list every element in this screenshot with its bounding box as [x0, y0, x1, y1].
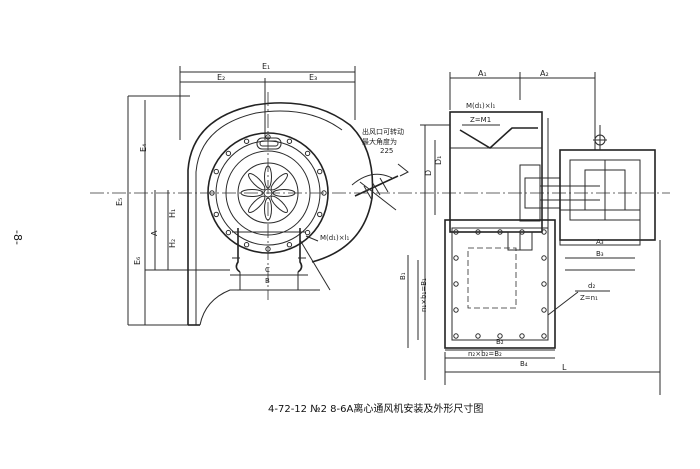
bolt-callout-side: M(d₁)×l₁ — [466, 102, 496, 110]
side-count: n₁×b₁=B₁ — [420, 278, 428, 312]
dim-E6: E₆ — [133, 257, 142, 265]
plate-hole — [475, 229, 481, 235]
impeller-blade — [270, 195, 288, 213]
bolt-hole — [243, 242, 250, 248]
front-view: E₁ E₂ E₃ E₄ E₅ E₆ H₁ A H₂ — [115, 62, 409, 326]
dim-B1: B₁ — [399, 272, 407, 280]
plate-hole — [497, 229, 503, 235]
impeller-blade — [270, 173, 288, 191]
z-m1-label: Z=M1 — [470, 116, 491, 124]
bolt-hole — [304, 229, 311, 236]
dim-B: B — [265, 277, 270, 285]
dim-B2: B₂ — [496, 338, 504, 346]
dim-H2: H₂ — [168, 239, 177, 248]
dim-H1: H₁ — [168, 209, 177, 218]
page-marker: -8- — [11, 230, 24, 245]
dim-E4: E₄ — [139, 144, 148, 152]
bolt-hole — [286, 138, 293, 144]
bolt-hole — [225, 150, 232, 157]
dim-C: C — [265, 266, 270, 274]
dim-D1: D₁ — [434, 156, 443, 165]
bottom-count: n₂×b₂=B₂ — [468, 350, 502, 358]
plate-hole — [453, 307, 459, 313]
bolt-hole — [317, 168, 323, 175]
outlet-note-2: 最大角度为 — [362, 137, 397, 146]
bolt-hole — [213, 168, 219, 175]
plate-hole — [453, 255, 459, 261]
bolt-callout-front: M(d₁)×l₁ — [320, 234, 350, 242]
outlet-note-1: 出风口可转动 — [362, 127, 404, 136]
bolt-hole — [286, 242, 293, 248]
impeller-blade — [248, 173, 266, 191]
dim-E5: E₅ — [115, 198, 124, 206]
plate-hole — [541, 281, 547, 287]
plate-hole — [541, 255, 547, 261]
dim-E1: E₁ — [262, 62, 270, 71]
plate-hole — [453, 281, 459, 287]
bolt-hole — [213, 211, 219, 218]
bolt-hole — [243, 138, 250, 144]
dim-A1: A₁ — [478, 69, 487, 78]
plate-hole — [541, 307, 547, 313]
dim-A: A — [150, 230, 159, 236]
dim-A3: A₃ — [596, 238, 604, 246]
outlet-angle: 225 — [380, 147, 393, 155]
plate-hole — [519, 333, 525, 339]
hole-z: Z=n₁ — [580, 294, 598, 302]
bolt-hole — [304, 150, 311, 157]
hole-d: d₂ — [588, 282, 595, 290]
dim-E2: E₂ — [217, 73, 225, 82]
plate-hole — [475, 333, 481, 339]
drawing-caption: 4-72-12 №2 8-6A离心通风机安装及外形尺寸图 — [268, 402, 483, 415]
bolt-hole — [317, 211, 323, 218]
plate-hole — [541, 229, 547, 235]
dim-L: L — [562, 363, 567, 372]
plate-hole — [453, 333, 459, 339]
impeller-blade — [248, 195, 266, 213]
dim-B4: B₄ — [520, 360, 528, 368]
plate-hole — [497, 333, 503, 339]
dim-B3: B₃ — [596, 250, 604, 258]
side-view: A₁ A₂ M(d₁)×l₁ Z=M1 A₃ B₃ — [399, 69, 661, 395]
dim-A2: A₂ — [540, 69, 549, 78]
bolt-hole — [225, 229, 232, 236]
plate-hole — [453, 229, 459, 235]
plate-hole — [541, 333, 547, 339]
dim-E3: E₃ — [309, 73, 317, 82]
base-plate-holes — [453, 229, 547, 339]
dim-D: D — [424, 170, 433, 176]
